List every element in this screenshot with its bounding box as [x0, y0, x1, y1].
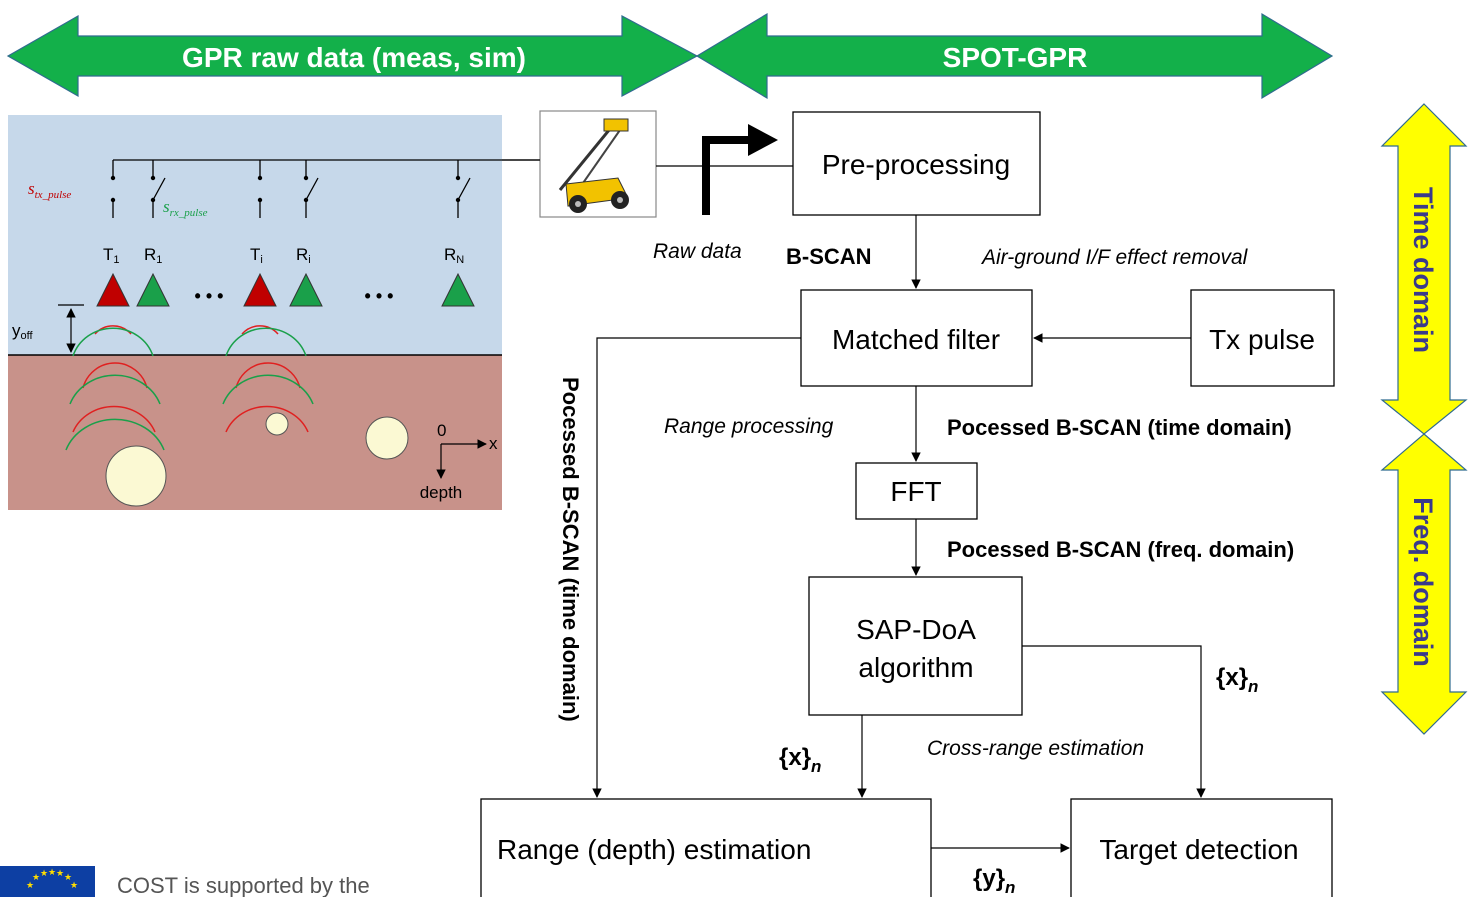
svg-text:★: ★ [70, 880, 78, 890]
y-n-label: {y}n [973, 865, 1015, 897]
range-estimation-label: Range (depth) estimation [497, 834, 811, 865]
air-layer [8, 115, 502, 355]
spot-gpr-banner-label: SPOT-GPR [943, 42, 1088, 73]
target-small [265, 412, 289, 436]
y-off-marker [58, 304, 84, 353]
eu-flag-icon: ★★★ ★★★★ [0, 866, 95, 897]
y-off-label: yoff [12, 321, 33, 342]
bscan-label: B-SCAN [786, 244, 872, 269]
tx-antenna [243, 272, 277, 307]
rx-antenna [441, 272, 475, 307]
svg-text:★: ★ [32, 872, 40, 882]
sap-doa-label-line2: algorithm [858, 652, 973, 683]
preprocessing-block: Pre-processing [792, 111, 1041, 216]
matched-filter-label: Matched filter [832, 324, 1000, 355]
rx-antenna [289, 272, 323, 307]
svg-text:★: ★ [48, 867, 56, 877]
s-tx-label: stx_pulse [28, 179, 71, 201]
svg-text:★: ★ [26, 880, 34, 890]
buried-targets [105, 412, 409, 507]
tx-pulse-block: Tx pulse [1190, 289, 1335, 387]
rx-antenna [136, 272, 170, 307]
gpr-illustration: stx_pulse srx_pulse T1 R1 Ti Ri RN • • •… [8, 115, 540, 510]
processed-freq-label: Pocessed B-SCAN (freq. domain) [947, 537, 1294, 562]
matched-filter-block: Matched filter [800, 289, 1033, 387]
wavefronts [65, 325, 314, 451]
fft-label: FFT [890, 476, 941, 507]
svg-text:★: ★ [40, 868, 48, 878]
tx-pulse-label: Tx pulse [1209, 324, 1315, 355]
ti-label: Ti [250, 245, 263, 266]
axis-x-label: x [489, 434, 498, 453]
sap-doa-label-line1: SAP-DoA [856, 614, 976, 645]
svg-text:★: ★ [56, 868, 64, 878]
target-large [105, 445, 167, 507]
time-domain-label: Time domain [1408, 187, 1438, 353]
freq-domain-arrow: Freq. domain [1380, 433, 1468, 735]
range-processing-label: Range processing [664, 415, 834, 438]
s-rx-label: srx_pulse [163, 197, 208, 219]
rn-label: RN [444, 245, 464, 266]
tx-antenna [96, 272, 130, 307]
axes [436, 439, 487, 479]
target-medium [365, 416, 409, 460]
x-n-right-label: {x}n [1216, 664, 1258, 696]
raw-data-arrow [702, 124, 778, 215]
freq-domain-label: Freq. domain [1408, 497, 1438, 667]
axis-origin-label: 0 [437, 421, 446, 440]
gpr-device-image [539, 110, 657, 218]
ellipsis: • • • [195, 286, 224, 306]
raw-data-banner-arrow: GPR raw data (meas, sim) [6, 14, 699, 98]
svg-text:★: ★ [64, 872, 72, 882]
raw-data-label: Raw data [653, 240, 742, 263]
air-ground-label: Air-ground I/F effect removal [980, 246, 1249, 269]
processed-time-label: Pocessed B-SCAN (time domain) [947, 415, 1292, 440]
antenna-array [96, 272, 475, 307]
axis-depth-label: depth [420, 483, 463, 502]
time-domain-arrow: Time domain [1380, 103, 1468, 435]
spot-gpr-banner-arrow: SPOT-GPR [695, 12, 1334, 100]
range-estimation-block: Range (depth) estimation [480, 798, 932, 897]
raw-data-banner-label: GPR raw data (meas, sim) [182, 42, 526, 73]
target-detection-block: Target detection [1070, 798, 1333, 897]
vertical-processed-label: Pocessed B-SCAN (time domain) [558, 377, 583, 722]
flow-connectors [592, 215, 1206, 853]
target-detection-label: Target detection [1099, 834, 1298, 865]
ri-label: Ri [296, 245, 311, 266]
x-n-left-label: {x}n [779, 744, 821, 776]
cross-range-label: Cross-range estimation [927, 737, 1144, 760]
t1-label: T1 [103, 245, 120, 266]
antenna-bus [112, 159, 540, 218]
sap-doa-block: SAP-DoA algorithm [808, 576, 1023, 716]
fft-block: FFT [855, 462, 978, 520]
ellipsis: • • • [365, 286, 394, 306]
r1-label: R1 [144, 245, 162, 266]
cost-support-text: COST is supported by the [117, 873, 370, 897]
preprocessing-label: Pre-processing [822, 149, 1010, 180]
